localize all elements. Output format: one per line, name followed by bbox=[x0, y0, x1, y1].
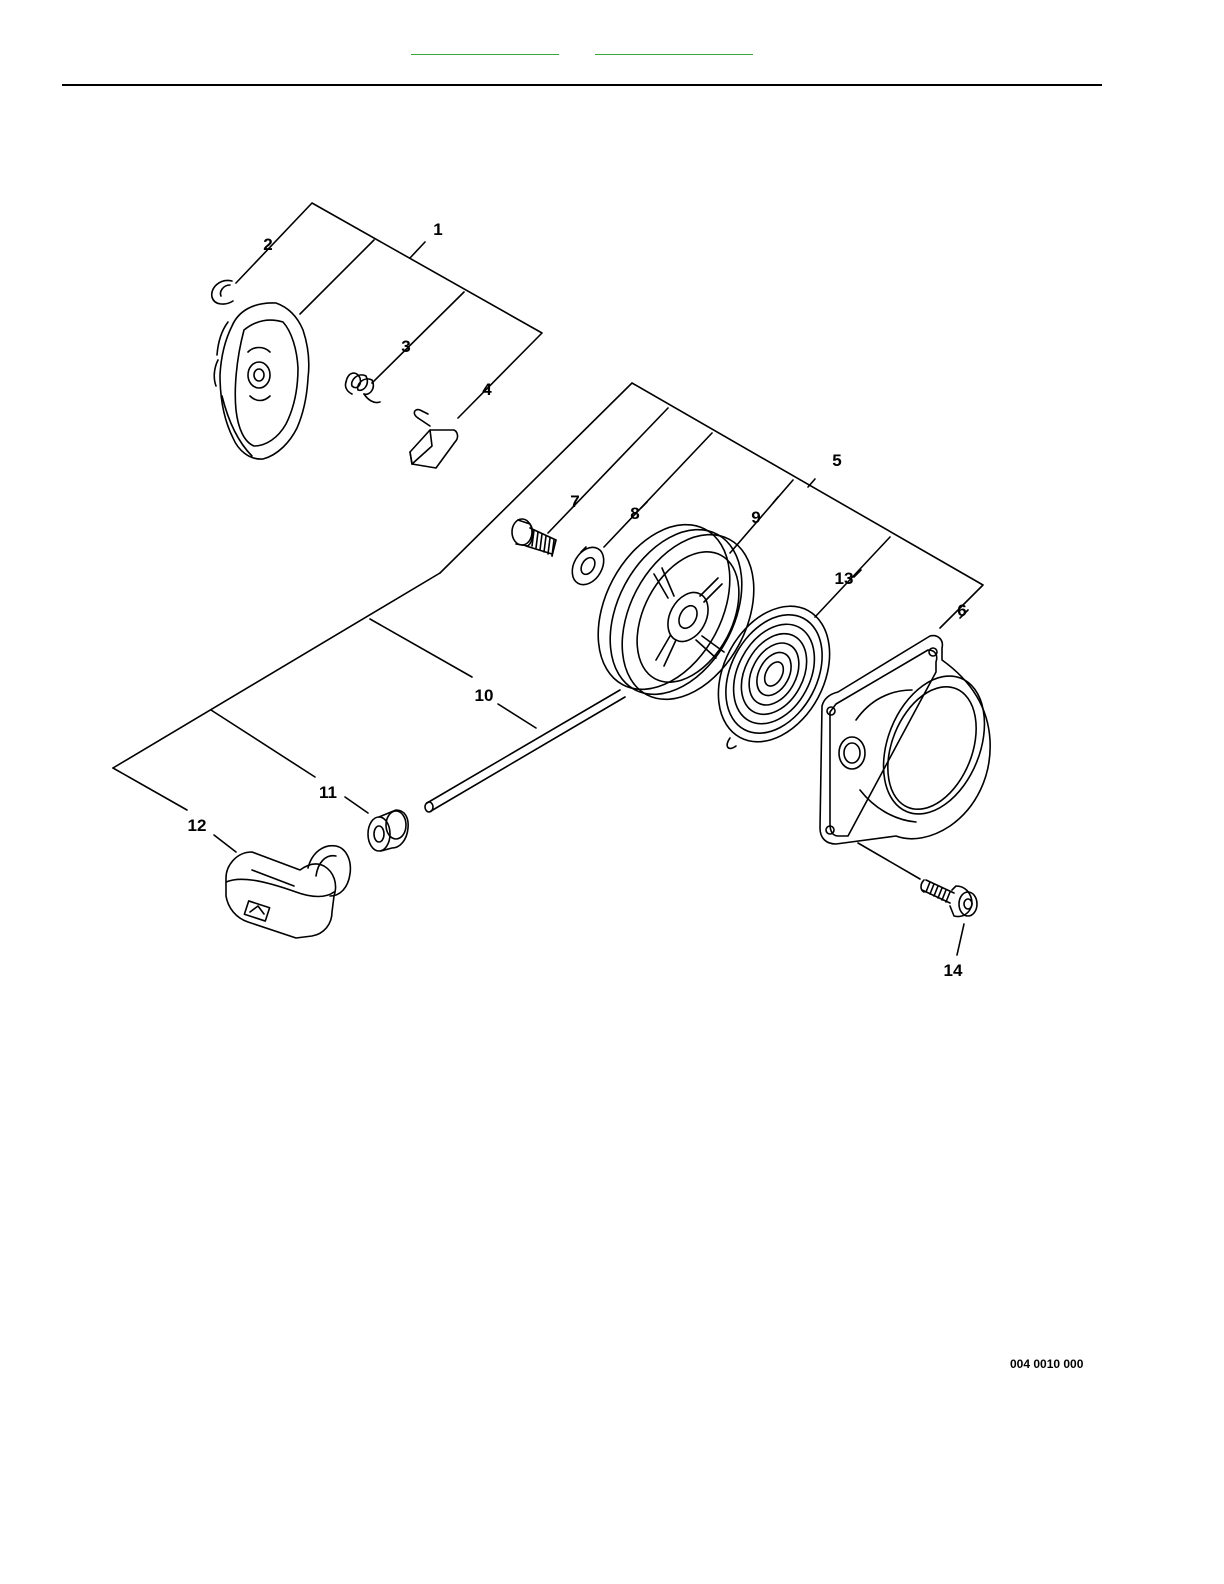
part-6-housing-icon bbox=[820, 636, 1004, 844]
callout-10: 10 bbox=[475, 686, 494, 705]
part-14-bolt-icon bbox=[921, 880, 977, 917]
part-8-washer-icon bbox=[566, 542, 610, 591]
part-11-bushing-icon bbox=[368, 810, 408, 851]
leader-lines-lower bbox=[113, 619, 964, 955]
part-13-recoil-spring-icon bbox=[696, 587, 852, 761]
callout-8: 8 bbox=[630, 504, 639, 523]
callout-12: 12 bbox=[188, 816, 207, 835]
part-10-rope-icon bbox=[425, 690, 625, 812]
callout-13: 13 bbox=[835, 569, 854, 588]
part-4-pawl-icon bbox=[410, 410, 458, 468]
callout-5: 5 bbox=[832, 451, 841, 470]
figure-code: 004 0010 000 bbox=[1010, 1357, 1083, 1371]
part-7-bolt-icon bbox=[512, 519, 556, 556]
bracket-assembly-1 bbox=[236, 203, 542, 418]
callout-11: 11 bbox=[319, 783, 337, 802]
part-1-starter-knob-icon bbox=[214, 303, 309, 459]
callout-3: 3 bbox=[401, 337, 410, 356]
part-12-handle-icon bbox=[226, 846, 350, 938]
callout-2: 2 bbox=[263, 235, 272, 254]
callout-9: 9 bbox=[751, 508, 760, 527]
callout-6: 6 bbox=[957, 601, 966, 620]
callout-7: 7 bbox=[570, 492, 579, 511]
callout-4: 4 bbox=[482, 380, 492, 399]
part-3-spring-icon bbox=[345, 373, 380, 402]
callout-1: 1 bbox=[433, 220, 442, 239]
callout-14: 14 bbox=[944, 961, 963, 980]
part-2-e-clip-icon bbox=[212, 280, 233, 304]
